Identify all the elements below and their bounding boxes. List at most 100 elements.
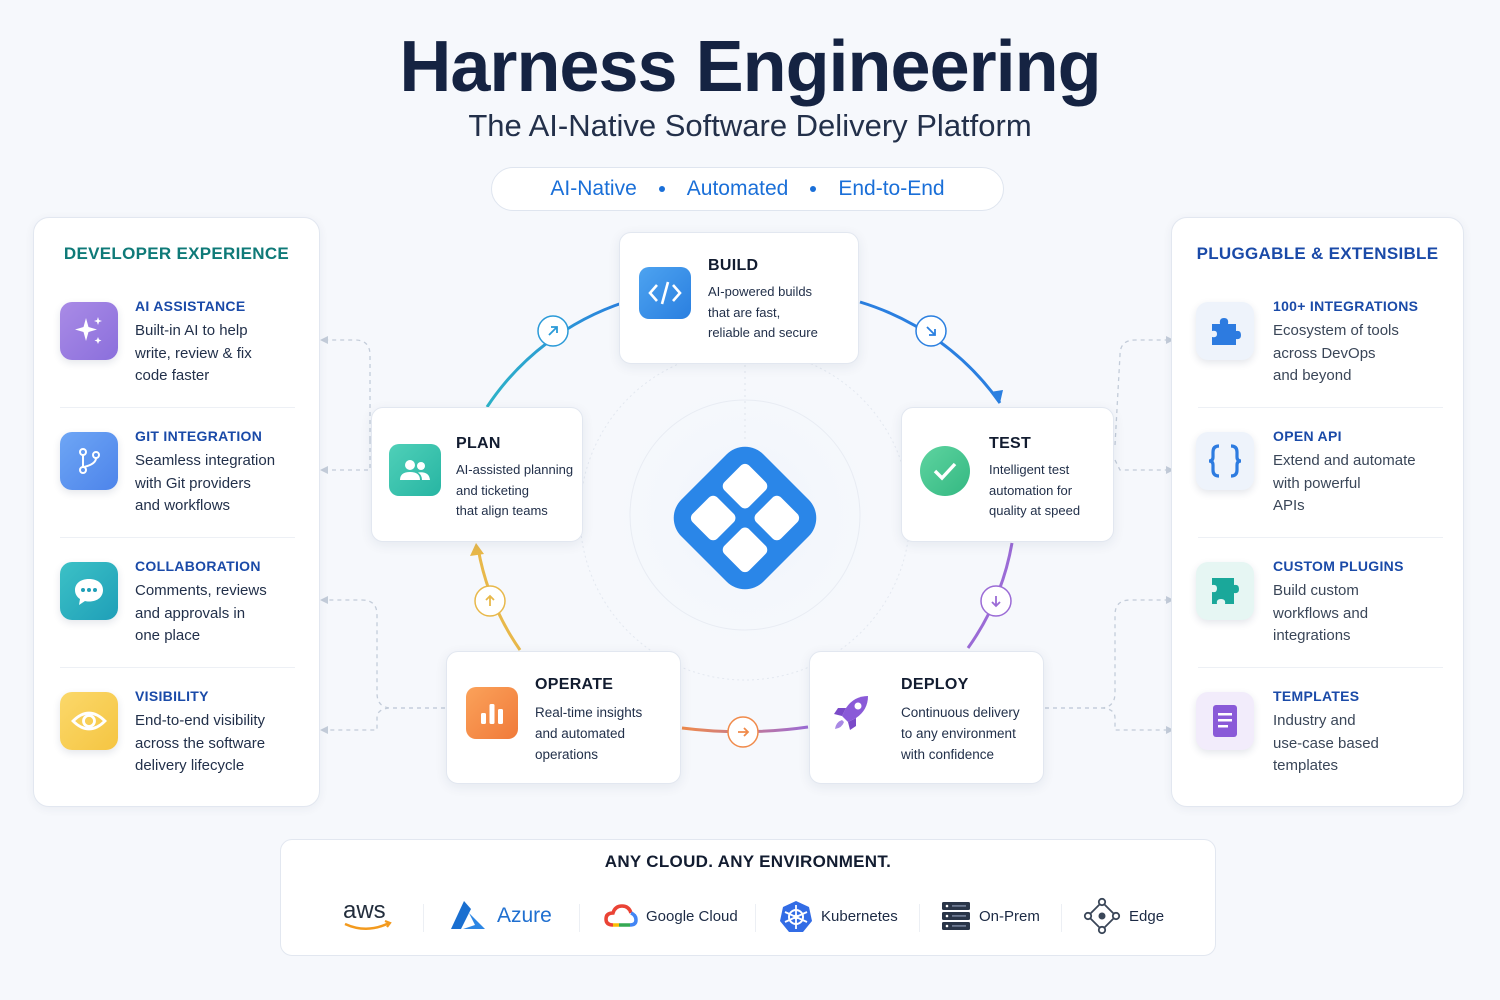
chat-bubble-icon [60,562,118,620]
git-branch-icon [60,432,118,490]
developer-experience-panel: DEVELOPER EXPERIENCE AI ASSISTANCE Built… [33,217,320,807]
feature-title: OPEN API [1273,428,1342,444]
divider [579,904,580,932]
direction-badge [537,315,569,347]
provider-label: Google Cloud [646,907,738,925]
feature-title: VISIBILITY [135,688,209,704]
feature-title: AI ASSISTANCE [135,298,246,314]
pluggable-extensible-panel: PLUGGABLE & EXTENSIBLE 100+ INTEGRATIONS… [1171,217,1464,807]
google-cloud-logo-icon [604,904,638,927]
provider-edge: Edge [1083,897,1165,935]
divider [60,667,295,668]
divider [423,904,424,932]
provider-kubernetes: Kubernetes [779,898,898,934]
provider-label: Kubernetes [821,907,898,925]
feature-title: CUSTOM PLUGINS [1273,558,1404,574]
direction-badge [474,585,506,617]
bar-chart-icon [466,687,518,739]
document-icon [1196,692,1254,750]
separator-dot [810,186,817,192]
direction-badge [727,716,759,748]
divider [919,904,920,932]
provider-label: Azure [497,904,552,927]
tag-automated: Automated [686,177,789,200]
divider [1198,667,1443,668]
feature-title: 100+ INTEGRATIONS [1273,298,1419,314]
stage-title: OPERATE [535,676,614,693]
guide-ring-inner [629,399,861,631]
divider [755,904,756,932]
panel-title: DEVELOPER EXPERIENCE [63,244,290,263]
provider-azure: Azure [447,898,552,934]
provider-on-prem: On-Prem [941,898,1040,934]
tag-end-to-end: End-to-End [838,177,945,200]
divider [60,537,295,538]
server-rack-icon [942,902,970,930]
divider [1198,537,1443,538]
kubernetes-logo-icon [780,901,812,932]
environments-title: ANY CLOUD. ANY ENVIRONMENT. [604,852,892,871]
azure-logo-icon [451,901,485,929]
right-connector-arrowheads [1166,336,1174,734]
code-icon [639,267,691,319]
stage-title: BUILD [708,257,759,274]
harness-logo [673,446,817,590]
right-connectors [1045,339,1170,731]
puzzle-icon [1196,302,1254,360]
users-icon [389,444,441,496]
provider-label: On-Prem [979,907,1040,925]
left-connectors [324,339,445,731]
tag-ai-native: AI-Native [550,177,637,200]
stage-title: PLAN [456,435,501,452]
arrowhead-test [990,390,1003,403]
braces-icon [1196,432,1254,490]
rocket-icon [826,686,878,738]
svg-text:aws: aws [343,898,386,924]
provider-google-cloud: Google Cloud [604,898,738,934]
divider [1198,407,1443,408]
divider [1061,904,1062,932]
eye-icon [60,692,118,750]
provider-label: Edge [1129,907,1165,925]
left-connector-arrowheads [320,336,328,734]
check-circle-icon [920,446,970,496]
puzzle-piece-icon [1196,562,1254,620]
divider [60,407,295,408]
direction-badge [915,315,947,347]
aws-logo-icon: aws [343,898,392,930]
edge-network-icon [1083,897,1121,935]
arrowhead-plan [470,543,484,556]
provider-aws: aws aws [341,898,395,934]
panel-title: PLUGGABLE & EXTENSIBLE [1196,244,1439,263]
environments-panel: ANY CLOUD. ANY ENVIRONMENT. aws aws Azur… [280,839,1216,956]
stage-title: DEPLOY [901,676,969,693]
stage-title: TEST [989,435,1032,452]
feature-title: GIT INTEGRATION [135,428,263,444]
